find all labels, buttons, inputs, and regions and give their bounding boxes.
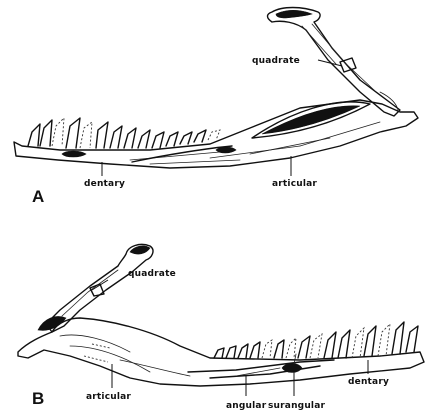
panel-b-angular-label: angular xyxy=(226,401,267,411)
panel-a-quadrate-bone xyxy=(266,6,401,117)
panel-b-mandible xyxy=(17,316,425,387)
panel-b-teeth xyxy=(213,321,419,359)
panel-b-surangular-label: surangular xyxy=(268,401,325,411)
panel-b-dentary-label: dentary xyxy=(348,377,389,387)
panel-a-quadrate-label: quadrate xyxy=(252,56,300,66)
panel-a-articular-label: articular xyxy=(272,179,317,189)
panel-a-teeth xyxy=(27,116,221,149)
panel-b: quadrate articular angular surangular de… xyxy=(17,243,425,411)
panel-b-letter: B xyxy=(32,389,44,408)
panel-a: quadrate dentary articular A xyxy=(13,6,419,206)
panel-b-articular-label: articular xyxy=(86,392,131,402)
panel-b-quadrate-label: quadrate xyxy=(128,269,176,279)
panel-b-quadrate-bone xyxy=(45,243,154,333)
panel-b-quadrate-leader xyxy=(91,279,109,291)
panel-a-dentary-label: dentary xyxy=(84,179,125,189)
panel-a-letter: A xyxy=(32,187,44,206)
panel-a-quadrate-leader xyxy=(317,59,343,67)
panel-a-mandible xyxy=(13,99,419,169)
